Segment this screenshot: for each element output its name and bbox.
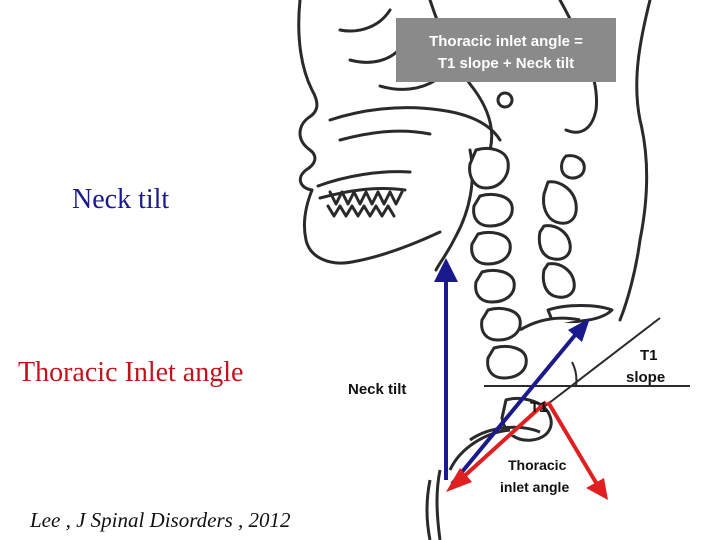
thoracic-inlet-arrows [446,400,608,500]
formula-box [396,18,616,82]
t1-direction-arrow [450,318,590,486]
thoracic-inlet-heading: Thoracic Inlet angle [18,357,244,388]
neck-tilt-figure-label: Neck tilt [348,381,406,398]
inlet-label-line-2: inlet angle [500,479,569,495]
torso-outline [425,469,442,540]
formula-line-2: T1 slope + Neck tilt [438,55,574,72]
neck-tilt-arrow [434,258,458,480]
t1-slope-lines [484,317,690,411]
t1-slope-label-line-2: slope [626,369,665,386]
neck-tilt-heading: Neck tilt [72,184,170,215]
cervical-spine-illustration [448,147,614,471]
inlet-label-line-1: Thoracic [508,457,567,473]
t1-slope-label-line-1: T1 [640,347,658,364]
citation: Lee , J Spinal Disorders , 2012 [30,508,291,532]
t1-vertebra-label: T1 [530,399,548,416]
formula-line-1: Thoracic inlet angle = [429,33,583,50]
